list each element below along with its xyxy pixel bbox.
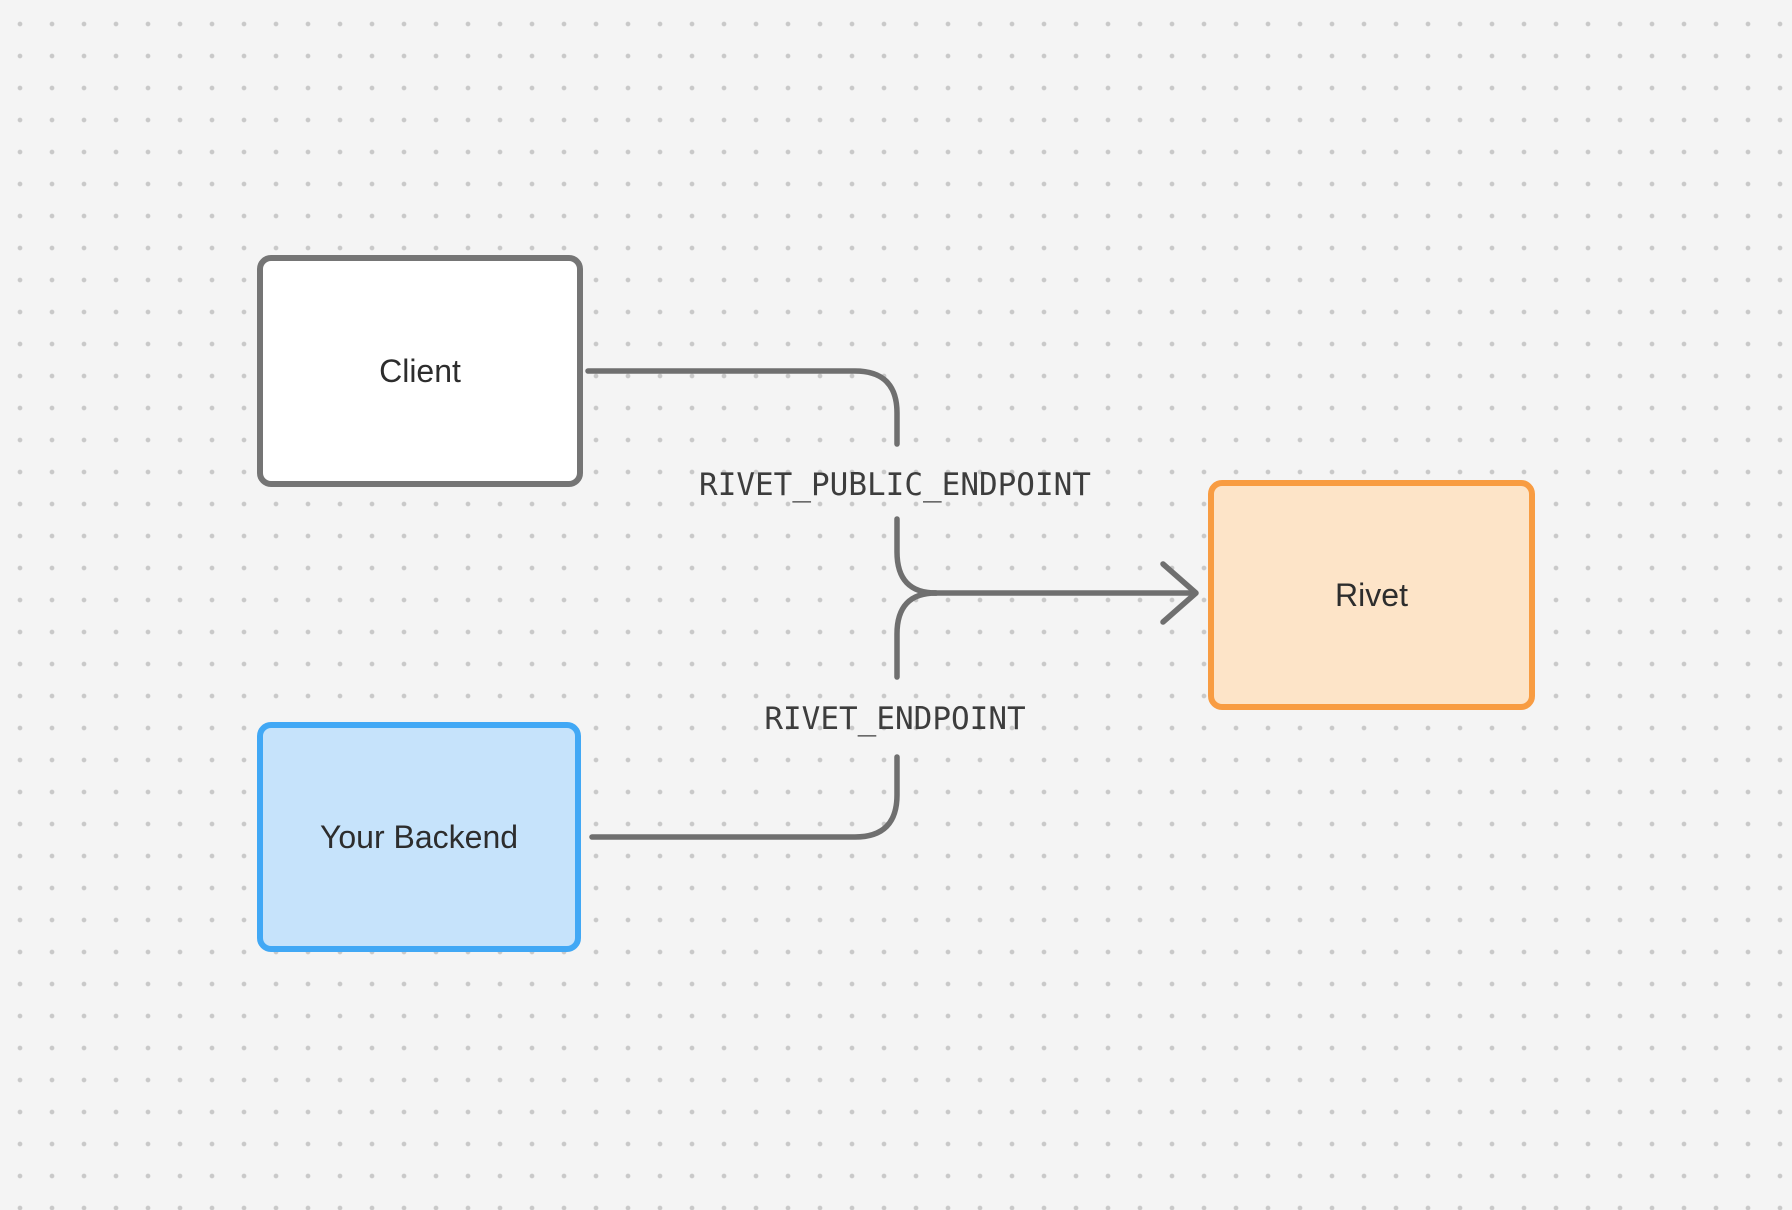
edge-client-merge-curve <box>894 516 939 596</box>
edge-client-segment <box>585 368 900 447</box>
edge-backend-merge-curve <box>894 590 939 680</box>
node-your-backend: Your Backend <box>257 722 581 952</box>
node-client-label: Client <box>379 352 461 389</box>
node-rivet: Rivet <box>1208 480 1535 710</box>
node-rivet-label: Rivet <box>1335 576 1408 613</box>
edge-label-rivet-public-endpoint: RIVET_PUBLIC_ENDPOINT <box>699 467 1091 503</box>
edge-label-rivet-endpoint: RIVET_ENDPOINT <box>764 701 1026 737</box>
node-client: Client <box>257 255 583 487</box>
arrowhead-icon <box>1160 561 1199 625</box>
node-your-backend-label: Your Backend <box>319 818 519 855</box>
edge-backend-segment <box>589 754 900 840</box>
